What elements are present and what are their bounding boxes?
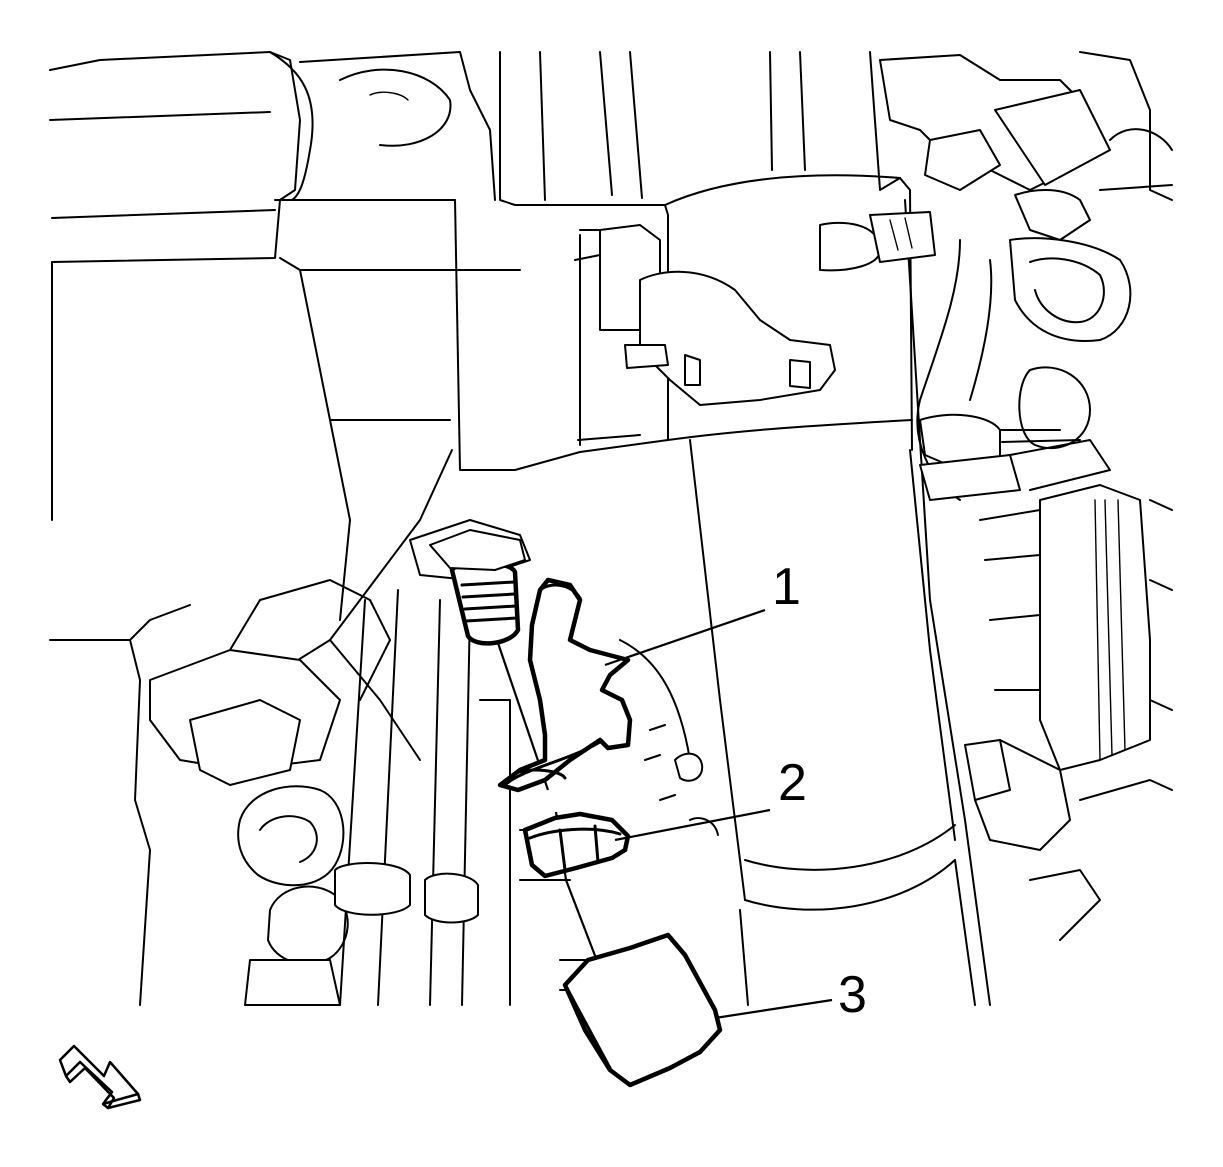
callout-1-label: 1 (772, 558, 801, 616)
exploded-parts (429, 529, 723, 1088)
callout-1-leader (604, 608, 766, 667)
view-direction-arrow-icon (58, 1044, 142, 1110)
callout-3-leader (714, 998, 833, 1020)
background-line-art (49, 51, 1173, 1006)
threaded-stud (429, 529, 526, 646)
callouts: 1 2 3 (604, 558, 867, 1024)
part-3-cap (562, 932, 723, 1088)
part-1-bracket (497, 577, 633, 793)
callout-3-label: 3 (838, 966, 867, 1024)
part-2-nut (522, 811, 631, 879)
callout-2-leader (614, 808, 771, 842)
callout-2-label: 2 (778, 754, 807, 812)
